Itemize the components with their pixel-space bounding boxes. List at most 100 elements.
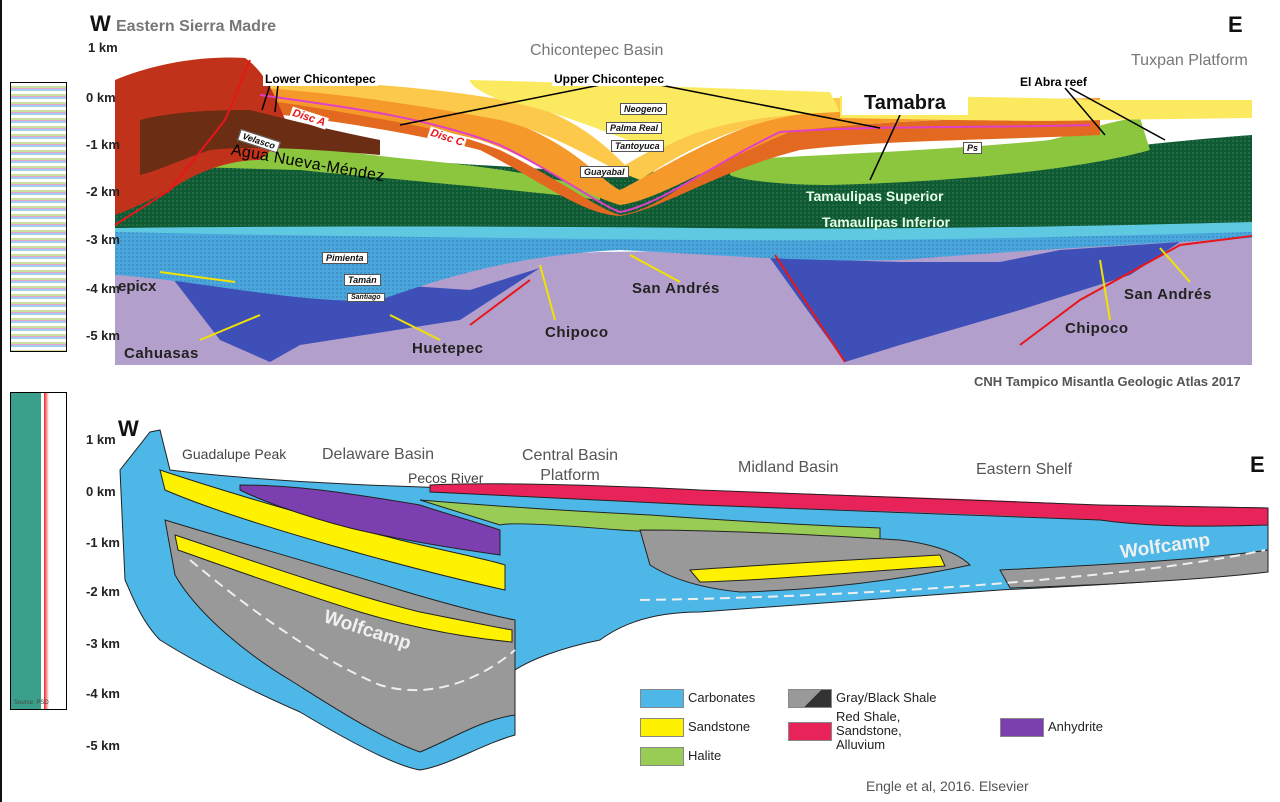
pointer-huetepec: [389, 314, 441, 341]
permian-gray-shale-delaware: [164, 519, 516, 753]
label-delaware-basin: Delaware Basin: [322, 446, 435, 463]
permian-sandstone-lower: [174, 534, 513, 643]
arrow-lower-chicontepec-2: [274, 84, 279, 113]
legend-label-halite: Halite: [688, 748, 722, 763]
label-tepicx: epicx: [118, 278, 157, 295]
top-platform-title: Tuxpan Platform: [1131, 52, 1248, 69]
label-palma-real: Palma Real: [606, 122, 663, 134]
fault-line-west: [114, 59, 251, 226]
top-basin-title: Chicontepec Basin: [530, 42, 664, 59]
fault-block-central: [770, 242, 1180, 362]
pointer-san-andres-1: [629, 254, 681, 283]
label-cahuasas: Cahuasas: [124, 345, 199, 362]
permian-halite: [419, 499, 881, 541]
fault-line-east: [1019, 235, 1253, 346]
top-depth-tick: -1 km: [86, 137, 120, 152]
wolfcamp-dash-east: [639, 549, 1266, 601]
label-san-andres-west: San Andrés: [632, 280, 720, 297]
label-san-andres-east: San Andrés: [1124, 286, 1212, 303]
legend-label-carbonates: Carbonates: [688, 690, 756, 705]
label-santiago: Santiago: [347, 293, 385, 302]
label-upper-chicontepec: Upper Chicontepec: [552, 72, 667, 86]
chicontepec-yellow: [260, 78, 840, 180]
arrow-el-abra-2: [1069, 87, 1166, 141]
label-ps: Ps: [963, 142, 983, 154]
bottom-depth-tick: -4 km: [86, 686, 120, 701]
bottom-depth-tick: -3 km: [86, 636, 120, 651]
label-chipoco-west: Chipoco: [545, 324, 609, 341]
label-pecos-river: Pecos River: [408, 470, 484, 486]
arrow-upper-chicontepec-1: [399, 84, 601, 126]
legend-label-sandstone: Sandstone: [688, 719, 751, 734]
bottom-depth-tick: -1 km: [86, 535, 120, 550]
fault-line-central: [774, 254, 846, 363]
pointer-san-andres-2: [1159, 247, 1191, 283]
top-depth-tick: 0 km: [86, 90, 116, 105]
bottom-credit: Engle et al, 2016. Elsevier: [866, 778, 1029, 794]
pointer-tepicx: [159, 271, 236, 283]
top-credit: CNH Tampico Misantla Geologic Atlas 2017: [974, 374, 1241, 389]
top-east-label: E: [1228, 12, 1243, 37]
left-border: [0, 0, 2, 802]
bottom-depth-tick: -2 km: [86, 584, 120, 599]
arrow-lower-chicontepec-1: [261, 84, 271, 111]
label-huetepec: Huetepec: [412, 340, 484, 357]
label-lower-chicontepec: Lower Chicontepec: [263, 72, 378, 86]
label-el-abra-reef: El Abra reef: [1020, 75, 1087, 89]
bottom-well-log-strip: [10, 392, 67, 710]
bottom-east-label: E: [1250, 452, 1265, 477]
top-depth-tick: -3 km: [86, 232, 120, 247]
label-tamabra: Tamabra: [842, 92, 968, 115]
label-neogeno: Neogeno: [620, 103, 667, 115]
label-guadalupe-peak: Guadalupe Peak: [182, 446, 287, 462]
fault-line-huetepec: [469, 279, 531, 326]
tamabra-light-green: [730, 118, 1150, 185]
pointer-chipoco-1: [539, 264, 556, 321]
pointer-chipoco-2: [1099, 259, 1111, 321]
arrow-tamabra: [869, 114, 901, 181]
wolfcamp-dash-west: [189, 559, 516, 692]
top-depth-tick: -4 km: [86, 281, 120, 296]
bottom-depth-tick: 1 km: [86, 432, 116, 447]
label-midland-basin: Midland Basin: [738, 459, 839, 476]
label-tantoyuca: Tantoyuca: [611, 140, 664, 152]
legend-swatch-carbonates: [640, 689, 684, 708]
permian-red-shale: [429, 483, 1269, 527]
label-pimienta: Pimienta: [322, 252, 368, 264]
legend-label-red-shale: Red Shale, Sandstone, Alluvium: [836, 709, 902, 752]
label-taman: Tamán: [344, 274, 381, 286]
pointer-cahuasas: [199, 314, 261, 341]
bottom-depth-tick: -5 km: [86, 738, 120, 753]
top-west-label: W: [90, 11, 111, 36]
eastern-shelf-gray: [999, 549, 1269, 589]
blue-dotted-overlay: [115, 228, 1252, 301]
legend-swatch-sandstone: [640, 718, 684, 737]
legend-swatch-gray-black-shale: [788, 689, 832, 708]
bottom-well-source-label: Source: PSD: [14, 700, 49, 706]
bottom-west-label: W: [118, 416, 139, 441]
arrow-upper-chicontepec-2: [659, 84, 881, 129]
arrow-el-abra-1: [1064, 87, 1106, 136]
label-tamaulipas-superior: Tamaulipas Superior: [806, 188, 944, 204]
legend-swatch-red-shale: [788, 722, 832, 741]
top-depth-tick: -2 km: [86, 184, 120, 199]
legend-swatch-anhydrite: [1000, 718, 1044, 737]
label-tamaulipas-inferior: Tamaulipas Inferior: [822, 214, 951, 230]
top-well-log-strip: [10, 82, 67, 352]
label-chipoco-east: Chipoco: [1065, 320, 1129, 337]
bottom-depth-tick: 0 km: [86, 484, 116, 499]
permian-anhydrite: [239, 484, 501, 556]
label-guayabal: Guayabal: [580, 166, 629, 178]
label-central-basin-platform: Central Basin Platform: [522, 447, 619, 484]
label-eastern-shelf: Eastern Shelf: [976, 461, 1073, 478]
top-depth-tick: -5 km: [86, 328, 120, 343]
top-region-title: Eastern Sierra Madre: [116, 18, 277, 35]
legend-label-anhydrite: Anhydrite: [1048, 719, 1103, 734]
legend-swatch-halite: [640, 747, 684, 766]
midland-basin-sandstone: [688, 554, 946, 583]
top-depth-tick: 1 km: [88, 40, 118, 55]
legend-label-gray-black-shale: Gray/Black Shale: [836, 690, 937, 705]
neogeno-layer: [470, 80, 840, 150]
